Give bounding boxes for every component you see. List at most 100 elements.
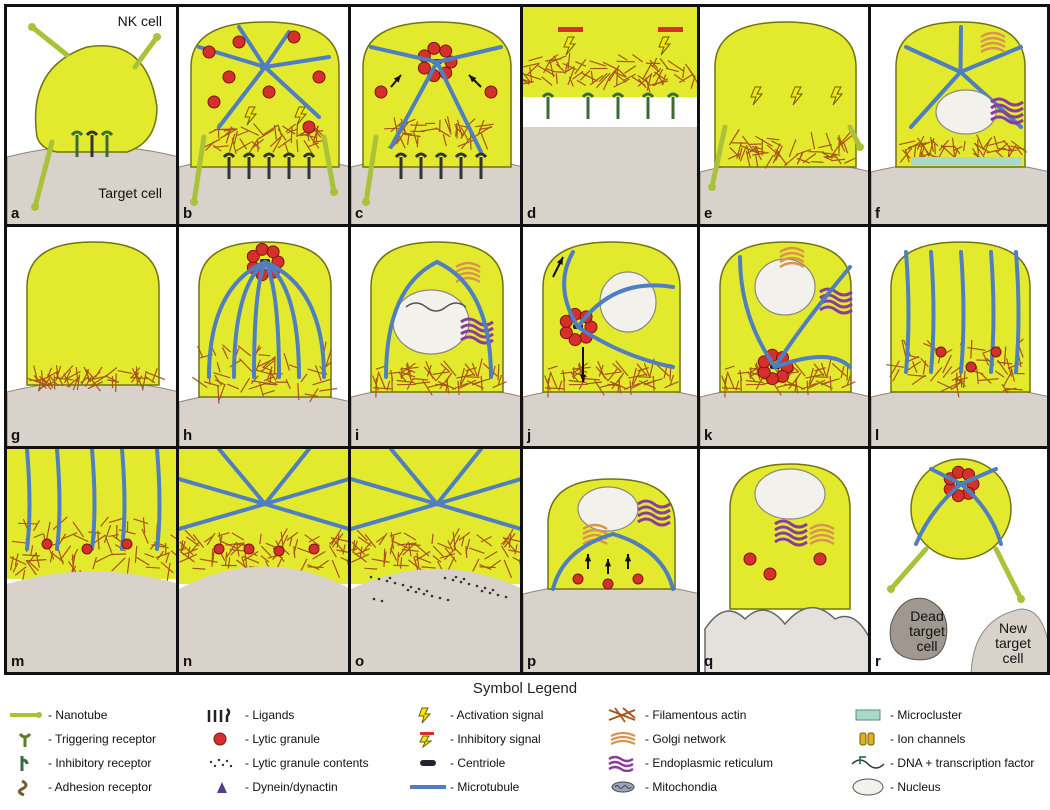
panel-k: k <box>697 224 871 449</box>
panel-p: p <box>520 446 700 675</box>
panel-label: m <box>11 653 24 670</box>
nanotube <box>891 549 926 589</box>
panel-illustration-j <box>523 227 700 449</box>
lytic-granule <box>288 31 300 43</box>
receptor <box>613 94 623 119</box>
legend-item-label: - Activation signal <box>450 708 543 722</box>
panel-label: c <box>355 205 363 222</box>
panel-label: f <box>875 205 880 222</box>
adhesion-receptor-icon <box>8 778 44 796</box>
lytic-granule <box>485 86 497 98</box>
target-cell <box>523 127 700 227</box>
legend-item-label: - Golgi network <box>645 732 726 746</box>
legend-item-label: - Filamentous actin <box>645 708 746 722</box>
lytic-granule <box>936 347 946 357</box>
panel-j: j <box>520 224 700 449</box>
panel-e: e <box>697 4 871 227</box>
lytic-granule <box>603 579 613 589</box>
panel-label: q <box>704 653 713 670</box>
mitochondria-icon <box>605 778 641 796</box>
panel-g: g <box>4 224 179 449</box>
nucleus-icon <box>850 778 886 796</box>
legend-item-label: - Centriole <box>450 756 505 770</box>
lytic-granule <box>233 36 245 48</box>
panel-illustration-m <box>7 449 179 675</box>
legend-item-label: - Nucleus <box>890 780 941 794</box>
dna-icon <box>850 754 886 772</box>
receptor <box>583 94 593 119</box>
legend-item-label: - Mitochondia <box>645 780 717 794</box>
target-cell <box>523 583 700 675</box>
lytic-granule <box>42 539 52 549</box>
lytic-granule <box>244 544 254 554</box>
lytic-granule <box>375 86 387 98</box>
lytic-granule <box>573 574 583 584</box>
lytic-granule <box>966 362 976 372</box>
nanotube-icon <box>8 706 44 724</box>
panel-illustration-c <box>351 7 523 227</box>
nucleus <box>578 487 638 531</box>
golgi-icon <box>605 730 641 748</box>
nucleus <box>936 90 996 134</box>
ligands-icon <box>205 706 241 724</box>
legend-item-label: - Endoplasmic reticulum <box>645 756 773 770</box>
receptor <box>543 94 553 119</box>
panel-illustration-h <box>179 227 351 449</box>
panel-illustration-q <box>700 449 871 675</box>
panel-label: j <box>527 427 531 444</box>
target-cell <box>7 381 179 449</box>
panel-label: g <box>11 427 20 444</box>
panel-illustration-g <box>7 227 179 449</box>
microcluster <box>911 157 1021 165</box>
target-cell <box>351 569 523 675</box>
target-cell <box>179 391 351 449</box>
lytic-granule <box>203 46 215 58</box>
panel-q: q <box>697 446 871 675</box>
nanotube <box>32 27 67 55</box>
panel-b: b <box>176 4 351 227</box>
lytic-granule <box>122 539 132 549</box>
lytic-granule <box>633 574 643 584</box>
panel-d: d <box>520 4 700 227</box>
target-cell <box>7 572 179 676</box>
dynein-icon <box>205 778 241 796</box>
panel-i: i <box>348 224 523 449</box>
panel-illustration-p <box>523 449 700 675</box>
panel-label: p <box>527 653 536 670</box>
panel-label: h <box>183 427 192 444</box>
inhibitory-signal <box>658 27 683 32</box>
lytic-granule <box>309 544 319 554</box>
target-cell <box>700 386 871 449</box>
dead-target-label: Dead target cell <box>897 609 957 654</box>
panel-label: d <box>527 205 536 222</box>
panel-m: m <box>4 446 179 675</box>
nucleus <box>755 469 825 519</box>
target-cell <box>179 567 351 676</box>
nk-cell <box>179 449 351 584</box>
nanotube <box>135 37 157 67</box>
lytic-granule-icon <box>205 730 241 748</box>
panel-illustration-e <box>700 7 871 227</box>
nk-cell-label: NK cell <box>118 13 162 29</box>
activation-signal-icon <box>410 706 446 724</box>
triggering-receptor-icon <box>8 730 44 748</box>
lytic-granule <box>991 347 1001 357</box>
lytic-granule <box>303 121 315 133</box>
nucleus <box>755 259 815 315</box>
panel-illustration-o <box>351 449 523 675</box>
panel-h: h <box>176 224 351 449</box>
nk-cell <box>351 449 523 584</box>
lytic-granule <box>313 71 325 83</box>
panel-illustration-i <box>351 227 523 449</box>
panel-o: o <box>348 446 523 675</box>
legend-item-label: - Microtubule <box>450 780 519 794</box>
inhibitory-signal <box>558 27 583 32</box>
legend-item-label: - Inhibitory receptor <box>48 756 151 770</box>
target-cell <box>700 161 871 227</box>
panel-label: n <box>183 653 192 670</box>
legend-item-label: - Lytic granule <box>245 732 320 746</box>
microcluster-icon <box>850 706 886 724</box>
nucleus <box>393 290 469 354</box>
